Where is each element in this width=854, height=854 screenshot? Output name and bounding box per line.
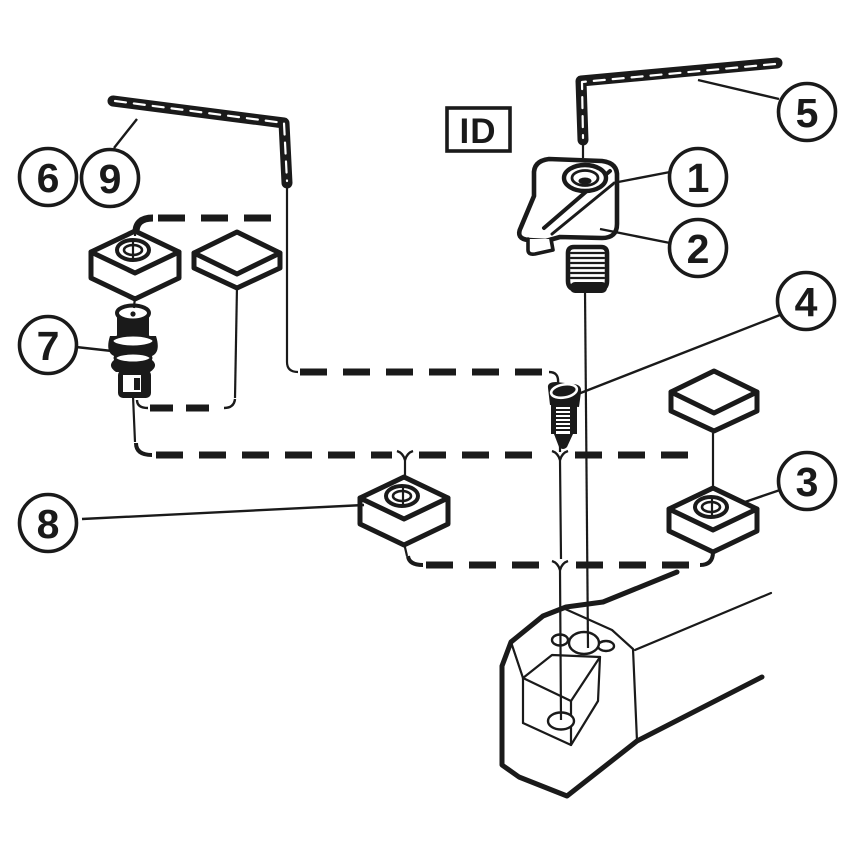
- shim-screw-icon: [547, 382, 582, 449]
- left-insert-icon: [88, 228, 182, 302]
- leader-6-9: [113, 118, 138, 149]
- id-badge: ID: [445, 106, 512, 153]
- callout-1: 1: [667, 146, 729, 208]
- tool-holder-icon: [499, 569, 773, 799]
- callout-8: 8: [17, 492, 79, 554]
- callout-5-label: 5: [796, 90, 819, 136]
- callout-9: 9: [79, 147, 141, 209]
- dashed-axis-line: [150, 214, 700, 569]
- callout-leader-lines: [75, 78, 781, 521]
- callout-6: 6: [17, 146, 79, 208]
- lock-pin-icon: [108, 303, 158, 398]
- callout-2: 2: [667, 217, 729, 279]
- leader-5: [697, 78, 780, 101]
- leader-8: [81, 503, 365, 521]
- callout-9-label: 9: [99, 156, 122, 202]
- clamp-nose-step: [526, 237, 555, 256]
- callout-4: 4: [775, 270, 837, 332]
- thread-lines: [555, 409, 571, 431]
- callout-7: 7: [17, 314, 79, 376]
- clamp-screw-stud-icon: [565, 244, 610, 293]
- callout-3: 3: [776, 450, 838, 512]
- leader-4: [577, 313, 781, 396]
- callout-5: 5: [776, 81, 838, 143]
- leader-2: [599, 227, 671, 245]
- leader-7: [75, 345, 113, 353]
- insert-pocket: [521, 653, 602, 747]
- left-shim-icon: [191, 229, 283, 291]
- axis-junction-fork: [396, 449, 569, 571]
- hex-wrench-left-icon: [107, 95, 293, 189]
- leader-1: [612, 170, 671, 185]
- callout-4-label: 4: [795, 279, 818, 325]
- right-shim-icon: [668, 368, 760, 434]
- id-badge-label: ID: [460, 112, 497, 151]
- callout-balloons: 6 9 5 1 2 4 3 7: [17, 81, 838, 554]
- hex-socket: [578, 177, 592, 185]
- top-face-slot: [550, 630, 616, 656]
- callout-3-label: 3: [796, 459, 819, 505]
- clamp-icon: [516, 156, 620, 293]
- hex-wrench-right-icon: [575, 57, 783, 146]
- callout-2-label: 2: [687, 226, 710, 272]
- callout-8-label: 8: [37, 501, 60, 547]
- leader-3: [741, 488, 781, 505]
- callout-1-label: 1: [687, 155, 710, 201]
- assembly-axis-lines: [131, 142, 715, 721]
- callout-6-label: 6: [37, 155, 60, 201]
- thread-lines: [569, 251, 606, 280]
- axis-line: [131, 142, 715, 721]
- callout-7-label: 7: [37, 323, 60, 369]
